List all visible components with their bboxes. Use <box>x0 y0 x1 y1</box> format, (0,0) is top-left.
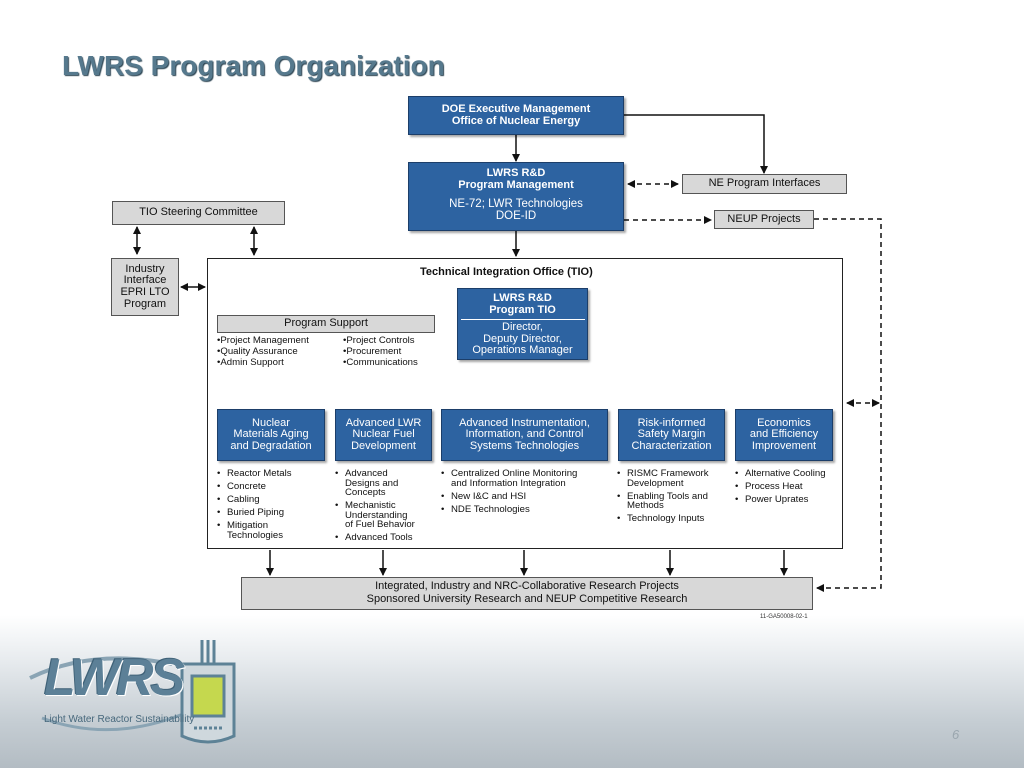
pathway-instrumentation-box: Advanced Instrumentation, Information, a… <box>441 409 608 461</box>
list-item: Quality Assurance <box>217 346 309 357</box>
list-item: Project Controls <box>343 335 418 346</box>
list-item: Buried Piping <box>217 508 292 518</box>
mgmt-line-2: Program Management <box>458 178 574 191</box>
tio-box-line-2: Program TIO <box>489 303 556 316</box>
pathway-economics-box: Economics and Efficiency Improvement <box>735 409 833 461</box>
list-item: Procurement <box>343 346 418 357</box>
lwrs-logo-icon <box>29 640 236 744</box>
arrow-doe-to-ne-interfaces <box>624 114 768 174</box>
pathway-label: Nuclear <box>252 416 290 429</box>
industry-line-4: Program <box>123 297 167 310</box>
tio-box-line-5: Operations Manager <box>472 344 573 357</box>
pathway-fuel-box: Advanced LWR Nuclear Fuel Development <box>335 409 432 461</box>
slide-title: LWRS Program Organization <box>62 50 445 81</box>
pathway-label: Development <box>351 439 416 452</box>
pathway-risk-box: Risk-informed Safety Margin Characteriza… <box>618 409 725 461</box>
list-item: Communications <box>343 357 417 368</box>
logo-text: LWRS <box>44 649 185 707</box>
tio-box-line-3: Director, <box>502 321 543 334</box>
program-support-box: Program Support <box>217 315 435 333</box>
mgmt-line-1: LWRS R&D <box>486 167 546 179</box>
doe-line-1: DOE Executive Management <box>441 102 591 115</box>
steering-label: TIO Steering Committee <box>139 206 258 219</box>
research-line-1: Integrated, Industry and NRC-Collaborati… <box>375 580 679 593</box>
list-item: Advanced Tools <box>335 533 415 543</box>
pathway-label: Systems Technologies <box>469 439 580 452</box>
pathway-label: Advanced LWR <box>345 416 422 429</box>
industry-line-3: EPRI LTO <box>120 286 170 298</box>
document-id: 11-GA50008-02-1 <box>760 614 808 620</box>
program-support-list-2: Project Controls Procurement Communicati… <box>343 335 418 368</box>
research-box: Integrated, Industry and NRC-Collaborati… <box>241 577 813 610</box>
program-support-label: Program Support <box>284 317 368 330</box>
pathway-label: Safety Margin <box>637 428 706 441</box>
doe-box: DOE Executive Management Office of Nucle… <box>408 96 624 135</box>
mgmt-line-3: NE-72; LWR Technologies <box>449 198 583 211</box>
tio-title: Technical Integration Office (TIO) <box>420 266 593 278</box>
arrow-neup-to-research <box>814 218 882 592</box>
list-item: Cabling <box>217 495 292 505</box>
pathway-label: Materials Aging <box>233 428 309 441</box>
pathway-materials-box: Nuclear Materials Aging and Degradation <box>217 409 325 461</box>
pathway-label: Advanced Instrumentation, <box>459 416 590 429</box>
pathway-label: Economics <box>757 416 811 429</box>
tio-director-box: LWRS R&D Program TIO Director, Deputy Di… <box>457 288 588 360</box>
list-item: Project Management <box>217 335 309 346</box>
page-number: 6 <box>952 727 960 742</box>
pathway-label: and Degradation <box>230 439 312 452</box>
pathway-label: Improvement <box>751 439 817 452</box>
program-management-box: LWRS R&D Program Management NE-72; LWR T… <box>408 162 624 231</box>
tio-box-line-4: Deputy Director, <box>483 332 562 345</box>
list-item: Concrete <box>217 482 292 492</box>
list-item: Technology Inputs <box>617 514 709 524</box>
research-line-2: Sponsored University Research and NEUP C… <box>366 593 688 605</box>
footer-gradient <box>0 615 1024 768</box>
list-item: New I&C and HSI <box>441 491 577 502</box>
list-item: NDE Technologies <box>441 504 577 515</box>
list-item: Process Heat <box>735 482 826 492</box>
list-item: Alternative Cooling <box>735 469 826 479</box>
doe-line-2: Office of Nuclear Energy <box>451 114 581 127</box>
list-item: Admin Support <box>217 357 309 368</box>
industry-interface-box: Industry Interface EPRI LTO Program <box>111 258 179 316</box>
industry-line-1: Industry <box>125 262 165 275</box>
pathway-label: and Efficiency <box>749 428 819 441</box>
tio-box-divider <box>460 319 585 321</box>
steering-committee-box: TIO Steering Committee <box>112 201 285 225</box>
program-support-list-1: Project Management Quality Assurance Adm… <box>217 335 309 368</box>
ne-interfaces-box: NE Program Interfaces <box>682 174 847 194</box>
logo-subtitle: Light Water Reactor Sustainability <box>44 714 195 725</box>
list-item: Power Uprates <box>735 495 826 505</box>
pathway-label: Characterization <box>631 439 712 452</box>
pathway-materials-list: Reactor Metals Concrete Cabling Buried P… <box>217 469 292 544</box>
pathway-label: Risk-informed <box>637 416 706 429</box>
industry-line-2: Interface <box>123 274 167 287</box>
pathway-label: Information, and Control <box>465 428 584 441</box>
neup-label: NEUP Projects <box>727 212 801 225</box>
tio-box-line-1: LWRS R&D <box>493 292 552 304</box>
ne-interfaces-label: NE Program Interfaces <box>708 177 821 190</box>
pathway-economics-list: Alternative Cooling Process Heat Power U… <box>735 469 826 508</box>
mgmt-line-4: DOE-ID <box>495 210 537 223</box>
neup-box: NEUP Projects <box>714 210 814 229</box>
list-item: Reactor Metals <box>217 469 292 479</box>
pathway-label: Nuclear Fuel <box>352 428 415 441</box>
